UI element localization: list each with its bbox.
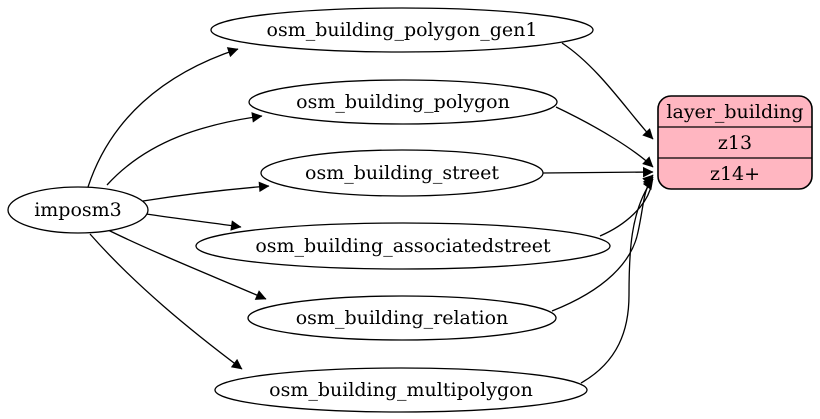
layer-building-title: layer_building [666, 101, 803, 123]
osm-building-street-label: osm_building_street [305, 162, 499, 184]
edge-osm-building-associatedstreet-to-z14plus [599, 174, 654, 237]
layer-building-z13-row: z13 [718, 132, 752, 154]
osm-building-multipolygon-label: osm_building_multipolygon [269, 379, 533, 401]
node-osm-building-multipolygon: osm_building_multipolygon [214, 367, 588, 413]
layer-building-shape [657, 95, 813, 190]
edge-osm-building-polygon-gen1-to-z13 [561, 42, 654, 140]
edge-osm-building-street-to-z14plus [542, 166, 654, 178]
osm-building-relation-label: osm_building_relation [296, 307, 509, 329]
edge-osm-building-relation-to-z14plus [551, 176, 654, 312]
edge-imposm3-to-osm-building-associatedstreet [145, 213, 242, 231]
node-osm-building-polygon: osm_building_polygon [248, 79, 558, 125]
osm-building-associatedstreet-shape [195, 222, 611, 270]
osm-building-polygon-gen1-shape [210, 7, 594, 53]
edge-group-fanout [87, 47, 270, 370]
osm-building-polygon-label: osm_building_polygon [296, 91, 510, 113]
osm-building-polygon-gen1-label: osm_building_polygon_gen1 [267, 19, 538, 41]
node-layer-building: layer_building z13 z14+ [657, 95, 813, 190]
edge-osm-building-polygon-to-z14plus [555, 106, 654, 168]
edge-osm-building-multipolygon-to-z14plus [580, 178, 654, 384]
node-osm-building-polygon-gen1: osm_building_polygon_gen1 [210, 7, 594, 53]
osm-building-associatedstreet-label: osm_building_associatedstreet [255, 235, 551, 257]
node-osm-building-associatedstreet: osm_building_associatedstreet [195, 222, 611, 270]
edge-group-fanin [542, 42, 654, 384]
edge-imposm3-to-osm-building-street [142, 181, 270, 202]
edge-imposm3-to-osm-building-polygon [106, 112, 263, 186]
node-osm-building-street: osm_building_street [260, 149, 544, 197]
edge-imposm3-to-osm-building-multipolygon [89, 233, 243, 370]
osm-building-relation-shape [247, 295, 557, 341]
imposm3-shape [7, 186, 149, 234]
edge-imposm3-to-osm-building-polygon-gen1 [87, 47, 239, 188]
osm-building-street-shape [260, 149, 544, 197]
imposm3-label: imposm3 [34, 199, 122, 221]
node-osm-building-relation: osm_building_relation [247, 295, 557, 341]
osm-building-multipolygon-shape [214, 367, 588, 413]
edge-imposm3-to-osm-building-relation [107, 229, 267, 300]
osm-building-polygon-shape [248, 79, 558, 125]
layer-building-z14plus-row: z14+ [710, 163, 760, 185]
node-imposm3: imposm3 [7, 186, 149, 234]
